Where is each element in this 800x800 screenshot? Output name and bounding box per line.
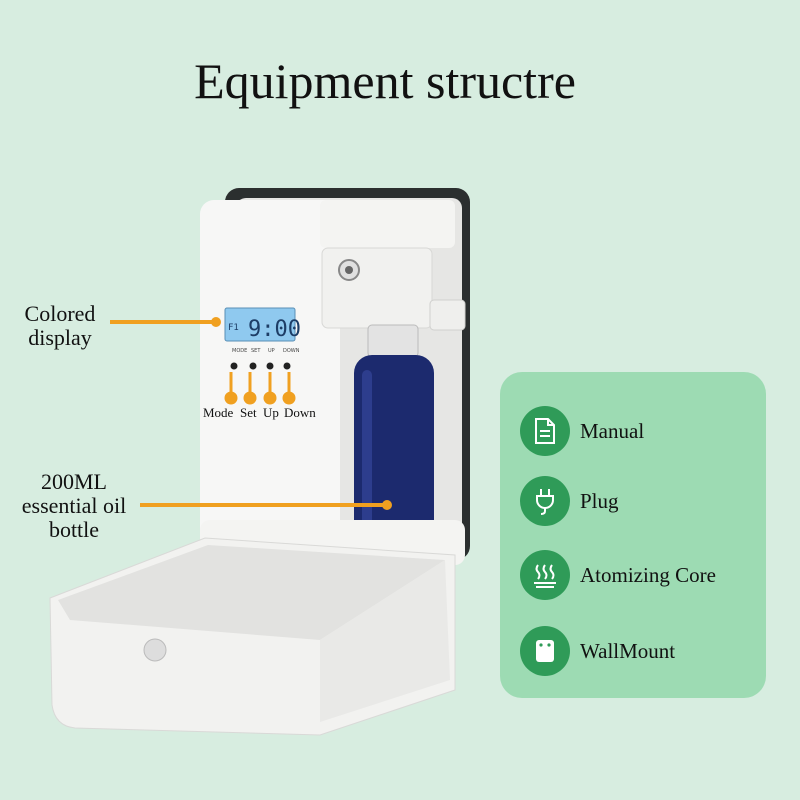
svg-text:F1: F1: [228, 323, 239, 333]
page-title: Equipment structre: [194, 53, 576, 109]
wall-mount-hole: [143, 638, 167, 662]
bottle-callout: 200ML essential oil bottle: [21, 469, 127, 542]
wall-mount-icon: [520, 626, 570, 676]
manual-icon: [520, 406, 570, 456]
svg-text:DOWN: DOWN: [283, 348, 300, 354]
feature-plug: Plug: [520, 476, 760, 528]
set-button: [249, 362, 257, 370]
feature-atomizing-core: Atomizing Core: [520, 550, 760, 602]
feature-manual: Manual: [520, 406, 760, 458]
atomizing-core-icon: [520, 550, 570, 600]
mode-label: Mode: [203, 405, 234, 420]
features-panel: Manual Plug Atomizing Core: [500, 372, 766, 698]
svg-text:MODE: MODE: [232, 348, 247, 354]
svg-text:UP: UP: [268, 348, 275, 354]
set-label: Set: [240, 405, 257, 420]
display-callout: Colored display: [24, 301, 96, 350]
up-label: Up: [263, 405, 279, 420]
up-button: [266, 362, 274, 370]
feature-wall-mount: WallMount: [520, 626, 760, 678]
down-label: Down: [284, 405, 316, 420]
down-button: [283, 362, 291, 370]
svg-text:SET: SET: [251, 348, 261, 354]
bottle-cap: [367, 324, 419, 358]
plug-icon: [520, 476, 570, 526]
pump-head: [321, 247, 433, 329]
lcd-display: [224, 307, 296, 342]
lcd-time: 9:00: [248, 317, 301, 342]
mode-button: [230, 362, 238, 370]
